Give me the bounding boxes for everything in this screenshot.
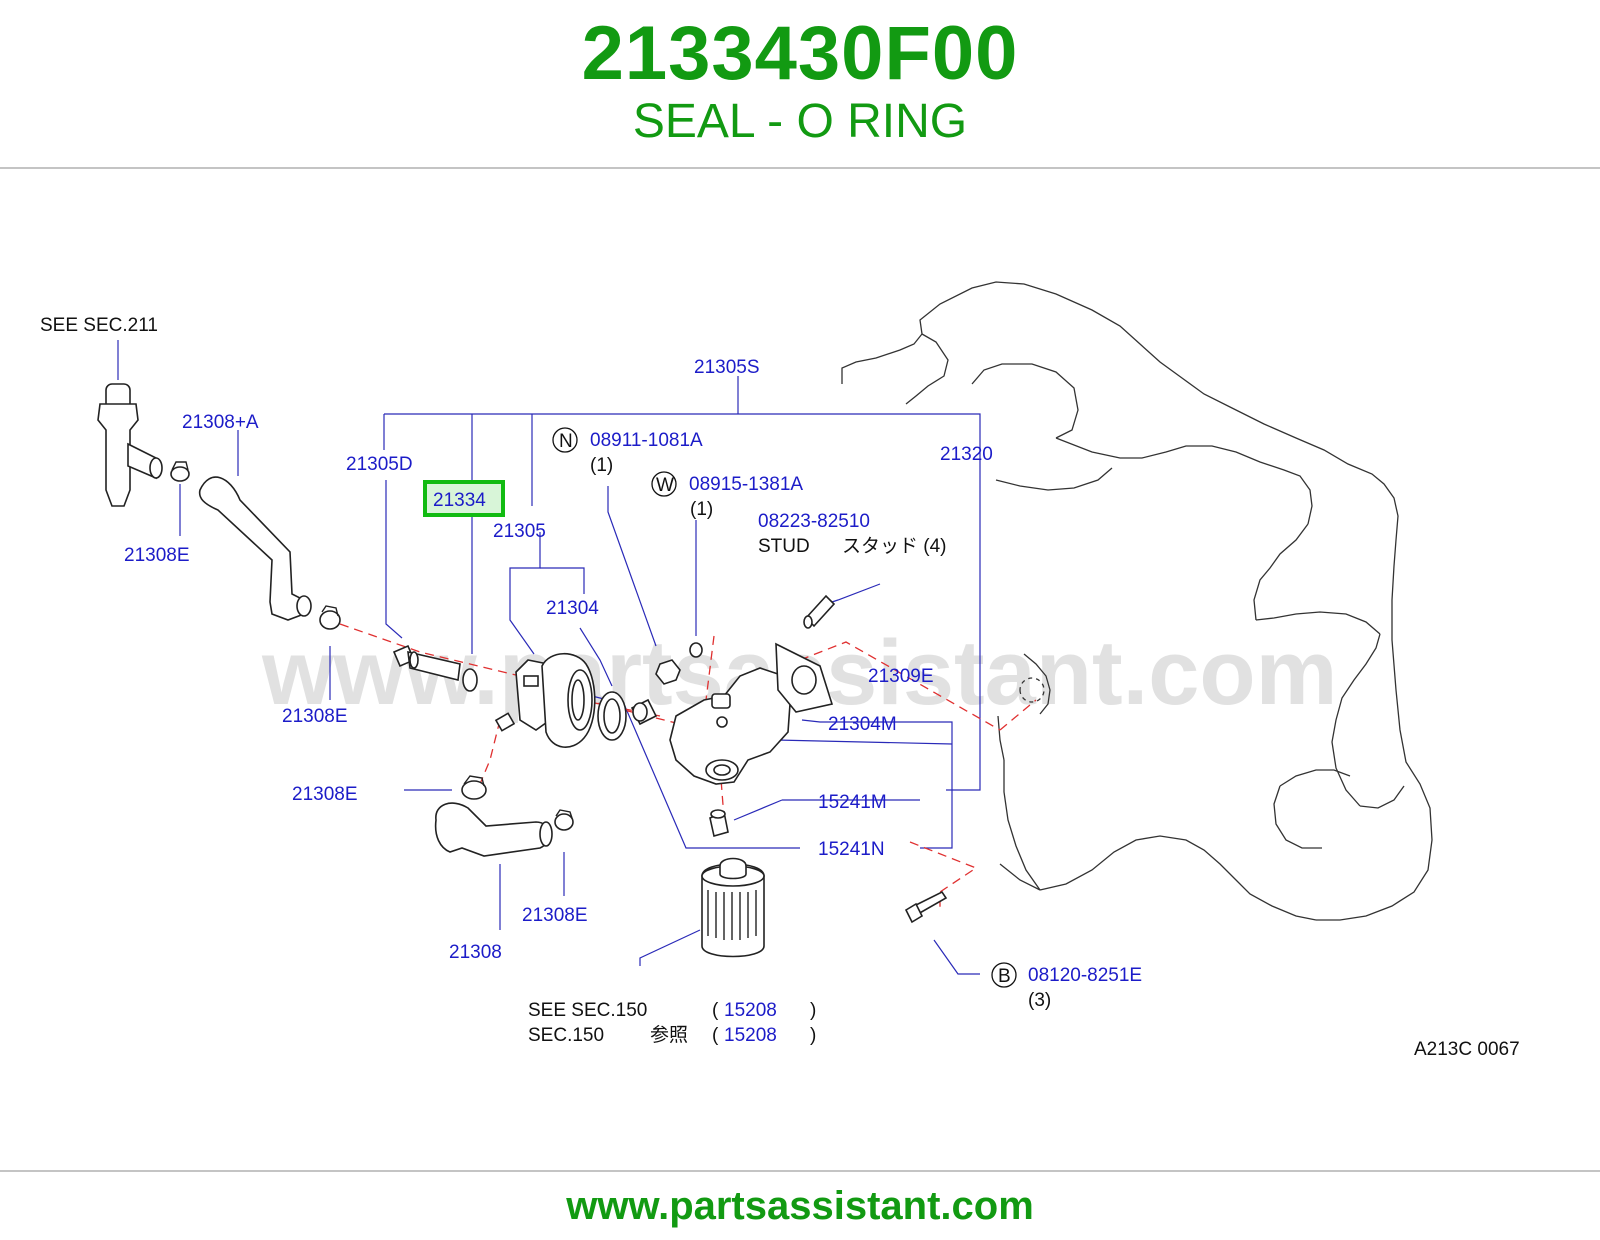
label-21334[interactable]: 21334 <box>433 490 486 511</box>
relief-valve-15241m <box>709 809 729 838</box>
footer-divider <box>0 1170 1600 1172</box>
part-name-subtitle: SEAL - O RING <box>632 95 968 148</box>
paren-open-1: ( <box>712 1000 719 1021</box>
bolt-21305d <box>392 644 461 681</box>
hose-clamp-lower <box>461 775 487 800</box>
label-21304m[interactable]: 21304M <box>828 714 897 735</box>
label-stud: STUD <box>758 536 810 557</box>
circle-w-icon <box>651 471 677 497</box>
label-sec150-jp-b: 参照 <box>650 1024 688 1046</box>
gasket-21304m <box>775 642 834 713</box>
page-header: 2133430F00 SEAL - O RING <box>0 0 1600 168</box>
label-qty-n: (1) <box>590 455 613 476</box>
paren-close-1: ) <box>810 1000 816 1021</box>
bolt-08120 <box>904 890 948 924</box>
circle-w-letter: W <box>656 475 674 496</box>
oil-filter-15208 <box>701 857 765 958</box>
label-sec150-jp-a: SEC.150 <box>528 1025 604 1046</box>
o-ring-21334 <box>462 668 478 692</box>
circle-b-icon <box>991 962 1017 988</box>
hose-clamp-mid <box>319 605 341 630</box>
gasket-21304 <box>597 691 627 741</box>
hose-clamp-upper-left <box>170 461 190 482</box>
label-21308[interactable]: 21308 <box>449 942 502 963</box>
label-15208-2[interactable]: 15208 <box>724 1025 777 1046</box>
hose-clamp-lower-right <box>554 809 574 831</box>
upper-hose <box>198 476 312 621</box>
diagram-code: A213C 0067 <box>1414 1039 1520 1060</box>
paren-open-2: ( <box>712 1025 719 1046</box>
label-21308e-3[interactable]: 21308E <box>292 784 358 805</box>
label-15241n[interactable]: 15241N <box>818 839 885 860</box>
oil-cooler-21305 <box>494 652 596 748</box>
lower-hose-21308 <box>434 802 553 857</box>
washer-08915 <box>689 642 703 658</box>
label-21304[interactable]: 21304 <box>546 598 599 619</box>
label-21305d[interactable]: 21305D <box>346 454 413 475</box>
paren-close-2: ) <box>810 1025 816 1046</box>
engine-block-outline <box>841 281 1433 921</box>
nut-08911 <box>655 659 681 685</box>
circle-b-letter: B <box>998 966 1011 987</box>
label-08911[interactable]: 08911-1081A <box>590 430 703 451</box>
label-08915[interactable]: 08915-1381A <box>689 474 803 495</box>
label-qty-w: (1) <box>690 499 713 520</box>
t-pipe-fitting <box>97 383 163 507</box>
circle-n-letter: N <box>559 431 573 452</box>
part-number-title: 2133430F00 <box>581 11 1019 96</box>
header-divider <box>0 167 1600 169</box>
highlight-box-21334 <box>423 480 505 517</box>
circle-n-icon <box>552 427 578 453</box>
footer-url-link[interactable]: www.partsassistant.com <box>566 1184 1034 1228</box>
label-21308e-2[interactable]: 21308E <box>282 706 348 727</box>
label-stud-jp: スタッド (4) <box>842 535 947 557</box>
diagram-labels: SEE SEC.211 21305S 21308+A 21308E 21305D… <box>40 315 1520 1060</box>
label-15241m[interactable]: 15241M <box>818 792 887 813</box>
oil-filter-bracket <box>669 667 791 785</box>
label-21309e[interactable]: 21309E <box>868 666 934 687</box>
stud-08223 <box>803 594 836 629</box>
leader-lines <box>117 340 981 975</box>
label-21305[interactable]: 21305 <box>493 521 546 542</box>
label-15208-1[interactable]: 15208 <box>724 1000 777 1021</box>
label-08120[interactable]: 08120-8251E <box>1028 965 1142 986</box>
label-21320[interactable]: 21320 <box>940 444 993 465</box>
label-08223[interactable]: 08223-82510 <box>758 511 870 532</box>
label-21308a[interactable]: 21308+A <box>182 412 259 433</box>
connector-sleeve <box>630 698 658 726</box>
label-21305s[interactable]: 21305S <box>694 357 760 378</box>
label-21308e-1[interactable]: 21308E <box>124 545 190 566</box>
label-see-sec211: SEE SEC.211 <box>40 315 158 336</box>
label-qty-b: (3) <box>1028 990 1051 1011</box>
label-see-sec150: SEE SEC.150 <box>528 1000 647 1021</box>
label-21308e-4[interactable]: 21308E <box>522 905 588 926</box>
